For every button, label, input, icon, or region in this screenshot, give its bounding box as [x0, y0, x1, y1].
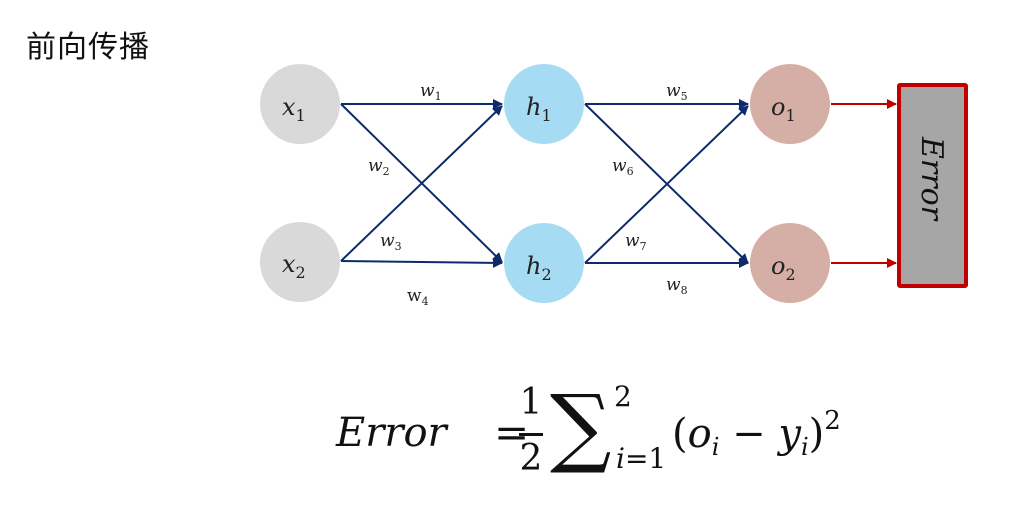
svg-text:o2: o2	[771, 252, 796, 284]
svg-text:x2: x2	[282, 250, 306, 282]
node-h2: h2	[504, 223, 584, 303]
node-h1-sub: 1	[541, 106, 551, 125]
weight-label-w4: w4	[407, 286, 429, 308]
summation-symbol: ∑	[550, 377, 612, 477]
fraction-bar	[519, 433, 543, 436]
edge-x2-h2	[340, 257, 503, 268]
page-title: 前向传播	[26, 30, 150, 65]
weight-label-w3: w3	[380, 231, 402, 253]
node-x2-base: x	[282, 250, 296, 278]
formula-equals: =	[494, 408, 530, 457]
node-o2-sub: 2	[785, 265, 795, 284]
weight-label-w6: w6	[612, 156, 634, 178]
formula-lhs: Error	[336, 410, 447, 456]
weight-label-w5: w5	[666, 81, 688, 103]
error-box-label: Error	[914, 136, 949, 222]
weight-label-w1: w1	[420, 81, 442, 103]
node-o1: o1	[750, 64, 830, 144]
node-h1: h1	[504, 64, 584, 144]
node-x1-sub: 1	[296, 106, 306, 125]
summation-upper-limit: 2	[614, 380, 632, 413]
svg-text:h2: h2	[526, 252, 552, 284]
node-x1-base: x	[282, 93, 296, 121]
formula-body: (oi − yi)2	[672, 406, 841, 461]
svg-text:o1: o1	[771, 93, 796, 125]
svg-text:x1: x1	[282, 93, 306, 125]
summation-lower-limit: i=1	[616, 442, 667, 475]
weight-label-w2: w2	[368, 156, 390, 178]
fraction-denominator: 2	[519, 438, 543, 479]
edge-h2-o1	[584, 105, 749, 264]
node-h1-base: h	[526, 93, 541, 121]
edge-x2-h1	[340, 105, 503, 262]
node-o2-base: o	[771, 252, 785, 280]
svg-text:h1: h1	[526, 93, 552, 125]
node-o1-base: o	[771, 93, 785, 121]
node-x2: x2	[260, 222, 340, 302]
weight-label-w7: w7	[625, 231, 647, 253]
fraction-numerator: 1	[519, 382, 543, 423]
node-o2: o2	[750, 223, 830, 303]
weight-label-w8: w8	[666, 275, 688, 297]
error-box: Error	[897, 83, 968, 288]
node-x2-sub: 2	[296, 263, 306, 282]
node-h2-base: h	[526, 252, 541, 280]
node-x1: x1	[260, 64, 340, 144]
node-o1-sub: 1	[785, 106, 795, 125]
node-h2-sub: 2	[541, 265, 551, 284]
